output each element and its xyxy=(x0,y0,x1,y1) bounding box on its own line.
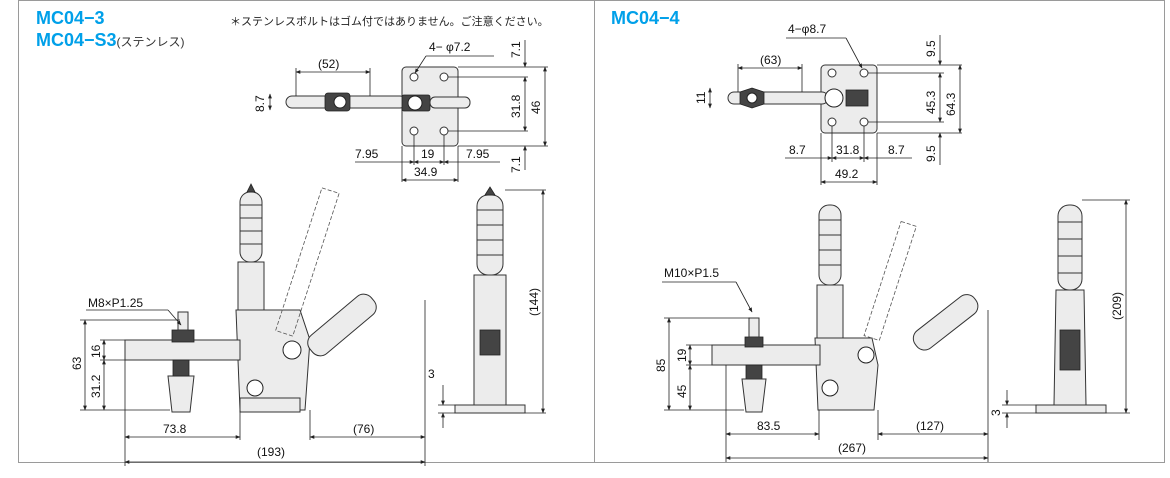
right-dim-127: (127) xyxy=(916,419,944,433)
right-dim-11: 11 xyxy=(694,91,708,104)
right-dim-49-2: 49.2 xyxy=(835,167,859,181)
left-title-line2: MC04−S3(ステンレス) xyxy=(36,30,185,52)
left-top-view xyxy=(285,66,471,147)
right-dim-63: (63) xyxy=(760,53,781,67)
right-top-view xyxy=(727,64,878,134)
left-dim-31-2: 31.2 xyxy=(89,374,103,398)
right-title: MC04−4 xyxy=(611,8,680,28)
left-side-view xyxy=(124,183,377,413)
left-dim-7-95-left: 7.95 xyxy=(355,147,379,161)
stainless-bolt-note: ＊ステンレスボルトはゴム付ではありません。ご注意ください。 xyxy=(230,16,549,28)
left-title-suffix: (ステンレス) xyxy=(116,35,185,49)
right-side-view xyxy=(711,204,979,413)
left-dim-34-9: 34.9 xyxy=(414,165,438,179)
left-title-line1: MC04−3 xyxy=(36,8,105,28)
right-dim-9-5-top: 9.5 xyxy=(924,40,938,57)
left-dim-76: (76) xyxy=(353,422,374,436)
left-dim-7-1-bot: 7.1 xyxy=(509,156,523,173)
left-dim-46: 46 xyxy=(529,100,543,114)
left-dim-8-7: 8.7 xyxy=(253,95,267,112)
right-dim-45: 45 xyxy=(675,384,689,398)
right-dim-85: 85 xyxy=(654,358,668,372)
right-dim-31-8: 31.8 xyxy=(836,143,860,157)
right-holes: 4−φ8.7 xyxy=(788,22,826,36)
right-dim-83-5: 83.5 xyxy=(757,419,781,433)
left-dim-52: (52) xyxy=(318,57,339,71)
right-dim-8-7-left: 8.7 xyxy=(789,143,806,157)
left-dim-16: 16 xyxy=(89,344,103,358)
left-dim-144: (144) xyxy=(527,288,541,316)
left-dim-7-1-top: 7.1 xyxy=(509,41,523,58)
right-dim-267: (267) xyxy=(838,441,866,455)
right-dim-8-7-right: 8.7 xyxy=(888,143,905,157)
left-dim-73-8: 73.8 xyxy=(163,422,187,436)
left-dim-63: 63 xyxy=(70,356,84,370)
right-dim-209: (209) xyxy=(1110,292,1124,320)
right-front-view xyxy=(1035,204,1107,414)
left-dim-3: 3 xyxy=(428,367,435,381)
left-thread: M8×P1.25 xyxy=(88,296,143,310)
right-dim-9-5-bot: 9.5 xyxy=(924,145,938,162)
right-dim-64-3: 64.3 xyxy=(944,92,958,116)
left-title-model: MC04−S3 xyxy=(36,30,117,50)
left-dim-31-8: 31.8 xyxy=(509,94,523,118)
right-dim-3: 3 xyxy=(989,409,1003,416)
right-thread: M10×P1.5 xyxy=(664,266,719,280)
left-holes: 4− φ7.2 xyxy=(429,40,471,54)
right-dim-45-3: 45.3 xyxy=(924,90,938,114)
left-dim-7-95-right: 7.95 xyxy=(466,147,490,161)
left-dim-19: 19 xyxy=(421,147,435,161)
right-dim-19: 19 xyxy=(675,348,689,362)
left-dim-193: (193) xyxy=(257,445,285,459)
left-front-view xyxy=(454,186,526,414)
